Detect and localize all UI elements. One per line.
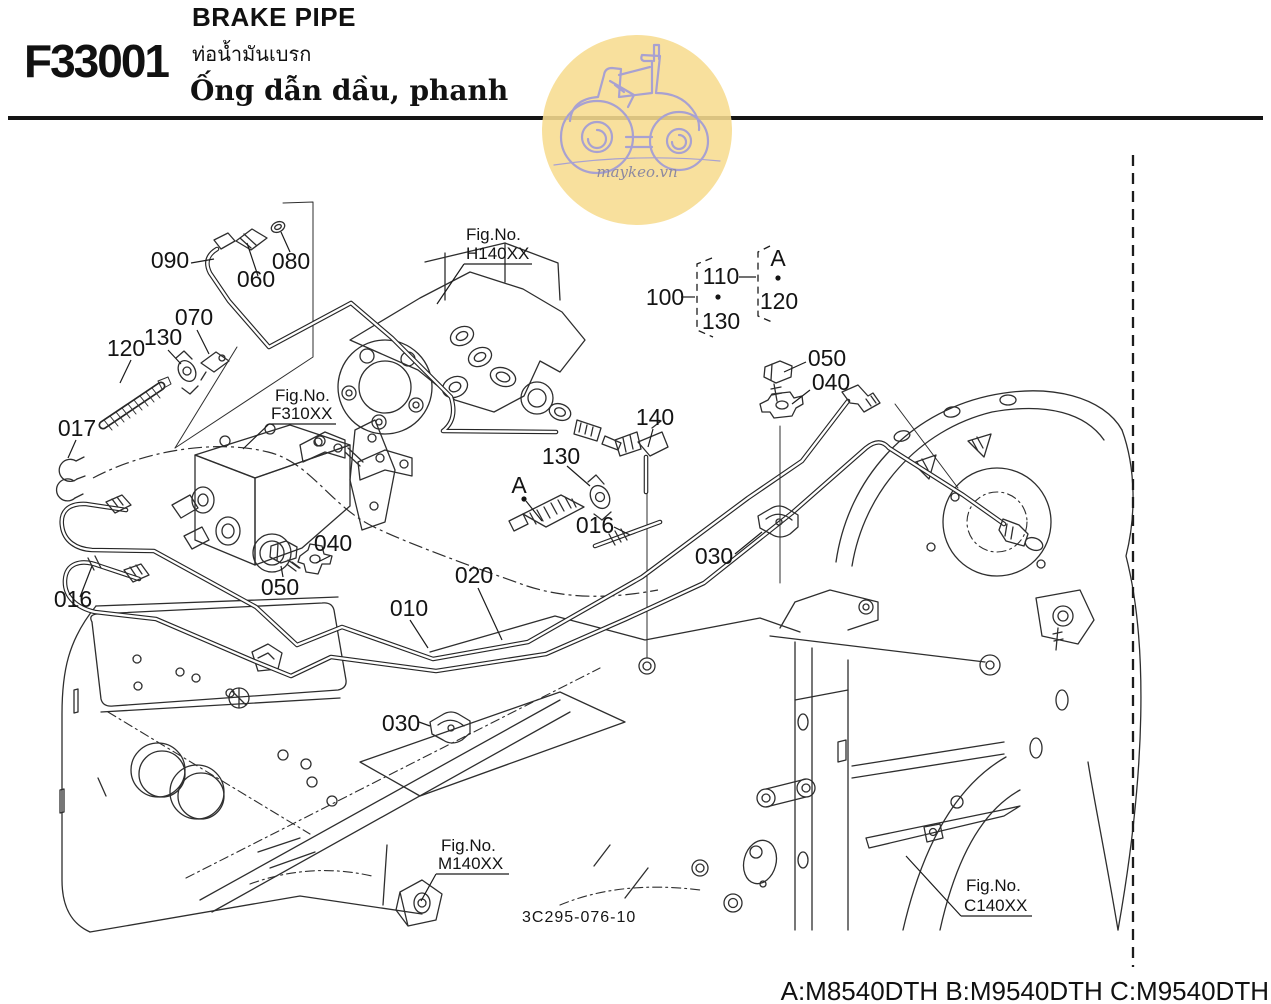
rear-axle-housing-sketch <box>836 391 1141 930</box>
callout-040: 040 <box>812 369 850 395</box>
callout-120: 120 <box>107 335 145 361</box>
inset-boundary-lines <box>175 202 313 448</box>
callout-017: 017 <box>58 415 96 441</box>
brake-pipe-090 <box>207 249 556 432</box>
callout-100: 100 <box>646 284 684 310</box>
fig-label: Fig.No. <box>466 225 521 244</box>
callout-016: 016 <box>576 512 614 538</box>
callout-040: 040 <box>314 530 352 556</box>
callout-130: 130 <box>702 308 740 334</box>
drawing-number: 3C295-076-10 <box>522 909 636 926</box>
view-marker-dot <box>521 496 527 502</box>
tractor-doodle-icon <box>553 43 721 175</box>
brake-pipe-010 <box>65 442 1004 676</box>
brake-valve-sketch <box>338 243 621 450</box>
clutch-housing-sketch <box>186 472 1000 930</box>
page-title: BRAKE PIPE <box>192 2 356 32</box>
fig-label: Fig.No. <box>966 876 1021 895</box>
callout-140: 140 <box>636 404 674 430</box>
group-brackets <box>697 246 772 337</box>
callout-130: 130 <box>542 443 580 469</box>
callout-070: 070 <box>175 304 213 330</box>
callout-060: 060 <box>237 266 275 292</box>
phantom-outline <box>93 447 658 597</box>
callout-010: 010 <box>390 595 428 621</box>
callout-050: 050 <box>261 574 299 600</box>
threaded-rod-120 <box>103 377 171 430</box>
fig-label: Fig.No. <box>441 836 496 855</box>
group-dot <box>775 275 781 281</box>
page-code: F33001 <box>24 35 170 87</box>
callout-leader-lines <box>68 232 810 726</box>
callout-030: 030 <box>382 710 420 736</box>
callout-130: 130 <box>144 324 182 350</box>
model-applicability-note: A:M8540DTH B:M9540DTH C:M9540DTH <box>780 976 1269 1004</box>
watermark-site-text: maykeo.vn <box>596 163 678 181</box>
page-title-thai: ท่อน้ำมันเบรก <box>192 44 312 66</box>
brake-pipe-020 <box>62 401 848 659</box>
watermark: maykeo.vn <box>542 35 732 225</box>
view-marker-a: A <box>770 245 786 271</box>
callout-030: 030 <box>695 543 733 569</box>
fig-ref-m140xx: M140XX <box>438 854 503 873</box>
callout-120: 120 <box>760 288 798 314</box>
fig-ref-h140xx: H140XX <box>466 244 529 263</box>
fig-ref-c140xx: C140XX <box>964 896 1027 915</box>
pipe-fittings-sketch <box>106 233 1045 582</box>
fitting-leader-line <box>895 404 958 488</box>
fig-ref-f310xx: F310XX <box>271 404 332 423</box>
callout-080: 080 <box>272 248 310 274</box>
master-cylinder-sketch <box>172 420 412 572</box>
exploded-parts-sketch <box>57 220 803 926</box>
callout-020: 020 <box>455 562 493 588</box>
page-title-vietnamese: Ống dẫn dầu, phanh <box>190 74 509 107</box>
group-dot <box>715 294 721 300</box>
callout-050: 050 <box>808 345 846 371</box>
front-frame-plate-sketch <box>60 597 422 932</box>
watermark-circle <box>542 35 732 225</box>
figure-references: Fig.No. H140XX Fig.No. F310XX Fig.No. M1… <box>243 225 1032 916</box>
view-marker-a: A <box>511 472 527 498</box>
callout-110: 110 <box>703 263 740 289</box>
callout-016: 016 <box>54 586 92 612</box>
fig-label: Fig.No. <box>275 386 330 405</box>
callout-090: 090 <box>151 247 189 273</box>
